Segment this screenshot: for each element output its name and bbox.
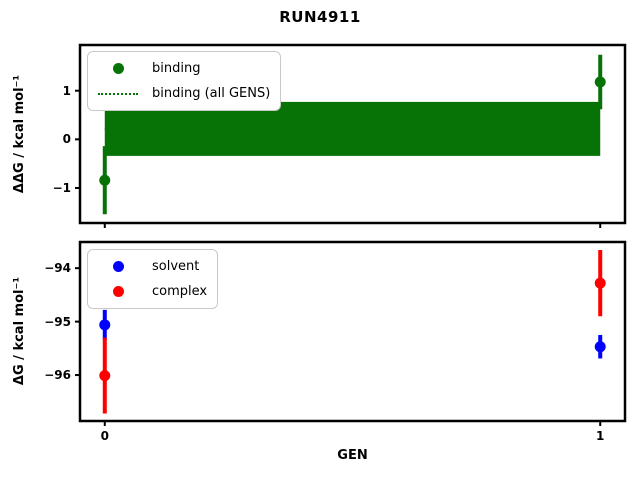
- legend-label: solvent: [152, 259, 200, 274]
- legend-label: complex: [152, 284, 208, 299]
- y-tick-label: −1: [52, 180, 71, 195]
- y-tick-label: −94: [44, 261, 71, 276]
- complex-data-point: [594, 277, 606, 289]
- legend-item: solvent: [96, 254, 207, 279]
- dot-marker-icon: [112, 286, 124, 297]
- y-axis-label-top: ΔΔG / kcal mol⁻¹: [12, 74, 27, 194]
- figure-title: RUN4911: [279, 8, 361, 26]
- x-tick-label: 1: [596, 429, 605, 443]
- x-tick-label: 0: [100, 429, 109, 443]
- y-tick-label: −96: [44, 368, 71, 383]
- solvent-data-point: [594, 341, 606, 353]
- y-axis-label-bottom: ΔG / kcal mol⁻¹: [12, 276, 27, 386]
- y-tick-label: 0: [62, 132, 71, 147]
- dotted-line-icon: [98, 92, 138, 95]
- axes-frame: [78, 240, 627, 423]
- legend-marker-cell: [96, 92, 140, 95]
- solvent-data-point: [99, 319, 111, 331]
- binding-data-point: [594, 76, 606, 88]
- dot-marker-icon: [112, 63, 124, 74]
- legend-label: binding: [152, 61, 201, 76]
- dot-marker-icon: [112, 261, 124, 272]
- legend-item: complex: [96, 279, 207, 304]
- legend-label: binding (all GENS): [152, 86, 271, 101]
- legend-item: binding (all GENS): [96, 81, 270, 106]
- y-tick-label: −95: [44, 314, 71, 329]
- complex-data-point: [99, 370, 111, 382]
- legend-bottom: solvent complex: [87, 249, 219, 309]
- legend-item: binding: [96, 56, 270, 81]
- legend-marker-cell: [96, 286, 140, 297]
- axes-frame: [78, 43, 627, 225]
- x-axis-label: GEN: [337, 448, 368, 463]
- legend-marker-cell: [96, 261, 140, 272]
- y-tick-label: 1: [62, 83, 71, 98]
- binding-data-point: [99, 174, 111, 186]
- legend-top: binding binding (all GENS): [87, 51, 282, 111]
- legend-marker-cell: [96, 63, 140, 74]
